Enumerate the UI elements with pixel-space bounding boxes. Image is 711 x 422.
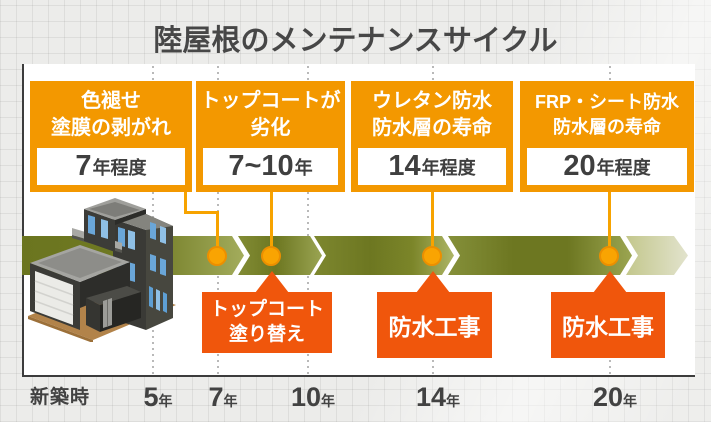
axis-label-5y: 5年 — [143, 382, 173, 412]
axis-label-20y: 20年 — [592, 382, 638, 412]
connector-2 — [270, 192, 273, 250]
event-box-topcoat-repaint: トップコート 塗り替え — [202, 292, 332, 353]
tick-line-10y — [307, 66, 309, 376]
timeline-dot-7y — [207, 246, 227, 266]
timeline-dot-14y — [422, 246, 442, 266]
axis-label-origin: 新築時 — [30, 387, 91, 408]
milestone-title: FRP・シート防水 防水層の寿命 — [535, 92, 679, 137]
axis-label-14y: 14年 — [415, 382, 461, 412]
callout-pointer-topcoat — [255, 271, 289, 293]
connector-1-horizontal — [184, 211, 219, 214]
connector-3 — [431, 192, 434, 250]
connector-1-vertical — [184, 192, 187, 214]
timeline-dot-20y — [599, 246, 619, 266]
building-illustration — [28, 198, 176, 342]
milestone-title: トップコートが 劣化 — [200, 89, 341, 139]
connector-1-drop — [216, 211, 219, 251]
milestone-title: ウレタン防水 防水層の寿命 — [372, 89, 492, 139]
callout-pointer-waterproof-2 — [593, 271, 627, 293]
timeline-dot-topcoat — [261, 246, 281, 266]
milestone-title: 色褪せ 塗膜の剥がれ — [51, 89, 171, 139]
connector-4 — [608, 192, 611, 250]
event-box-waterproofing-1: 防水工事 — [377, 292, 492, 358]
axis-label-7y: 7年 — [208, 382, 238, 412]
page-title: 陸屋根のメンテナンスサイクル — [153, 25, 558, 57]
callout-pointer-waterproof-1 — [416, 271, 450, 293]
axis-label-10y: 10年 — [290, 382, 336, 412]
event-box-waterproofing-2: 防水工事 — [551, 292, 665, 358]
